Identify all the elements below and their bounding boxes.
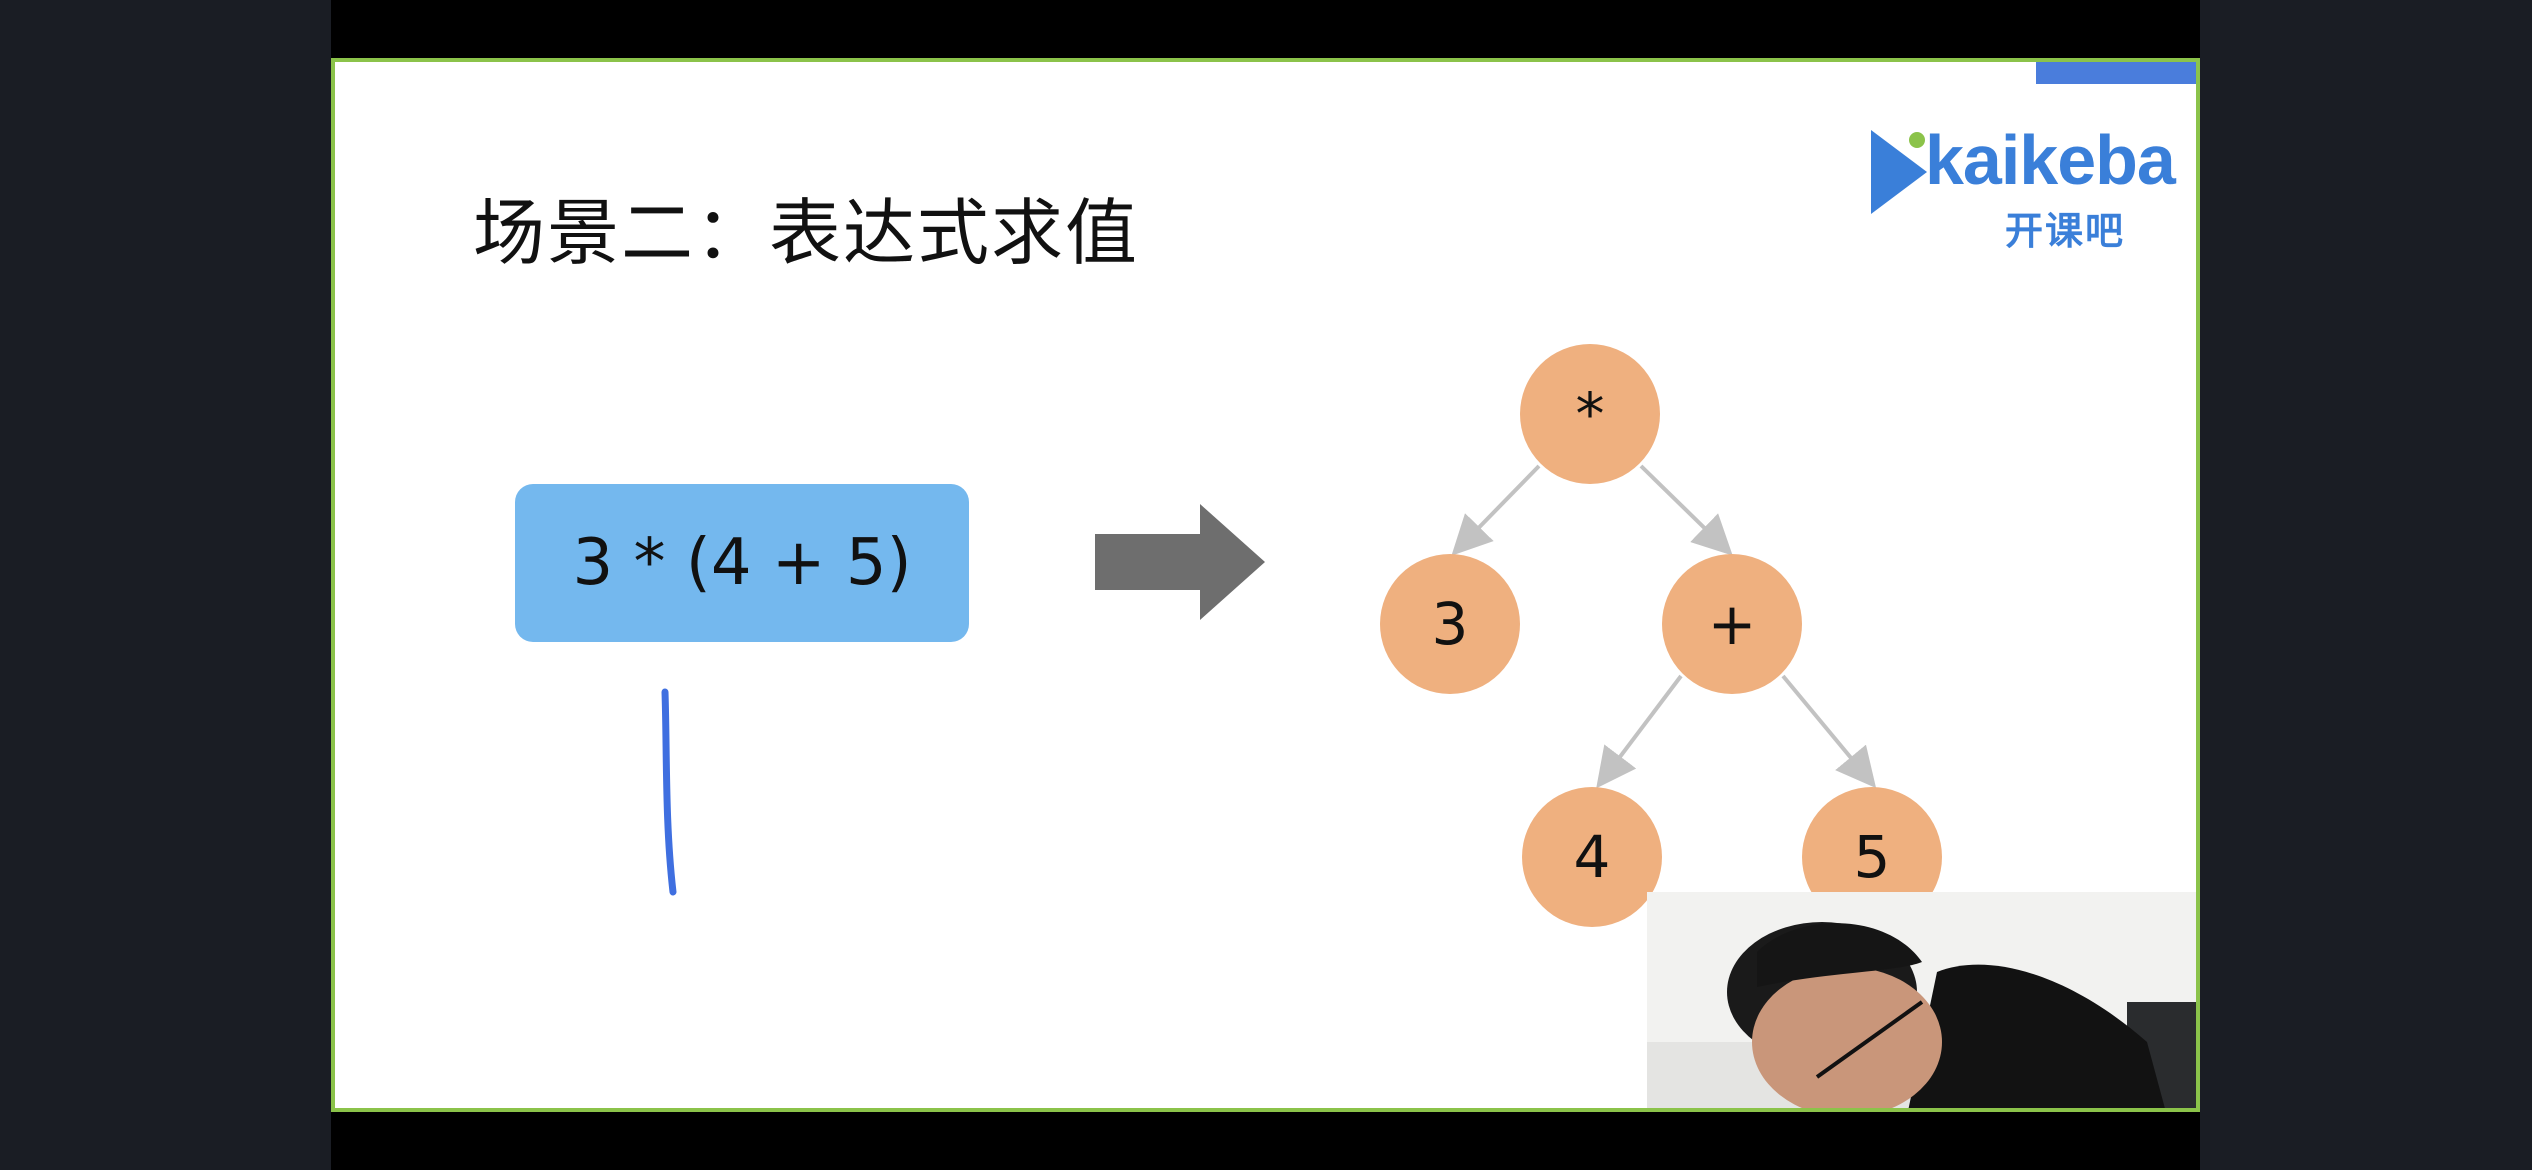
expression-tree: * 3 + 4 5 — [1380, 344, 1942, 927]
expression-text: 3 * (4 + 5) — [572, 526, 912, 600]
edge-right-left — [1596, 674, 1683, 789]
edge-root-right — [1639, 464, 1733, 556]
tree-node-right-left: 4 — [1522, 787, 1662, 927]
slide-title: 场景二：表达式求值 — [473, 191, 1140, 275]
edge-right-right — [1781, 674, 1877, 789]
logo-wordmark: kaikeba — [1925, 121, 2176, 199]
tree-node-right-label: + — [1708, 590, 1757, 658]
tree-node-root-label: * — [1576, 380, 1605, 448]
tree-node-left-label: 3 — [1432, 590, 1469, 658]
slide: 场景二：表达式求值 kaikeba 开课吧 3 * (4 + 5) — [331, 58, 2200, 1112]
presenter-silhouette — [1647, 892, 2196, 1108]
play-logo-icon — [1871, 130, 1927, 214]
presenter-video-overlay — [1647, 892, 2196, 1108]
top-accent-bar — [2036, 62, 2196, 84]
edge-root-left — [1451, 464, 1541, 556]
pen-annotation-stroke — [661, 688, 677, 896]
tree-node-right: + — [1662, 554, 1802, 694]
tree-node-right-left-label: 4 — [1574, 823, 1611, 891]
right-arrow-icon — [1095, 504, 1265, 620]
tree-node-right-right-label: 5 — [1854, 823, 1891, 891]
tree-edges — [1451, 464, 1877, 789]
tree-node-root: * — [1520, 344, 1660, 484]
tree-node-left: 3 — [1380, 554, 1520, 694]
expression-box: 3 * (4 + 5) — [515, 484, 969, 642]
logo-subtitle: 开课吧 — [2005, 209, 2126, 253]
kaikeba-logo: kaikeba 开课吧 — [1865, 112, 2176, 253]
